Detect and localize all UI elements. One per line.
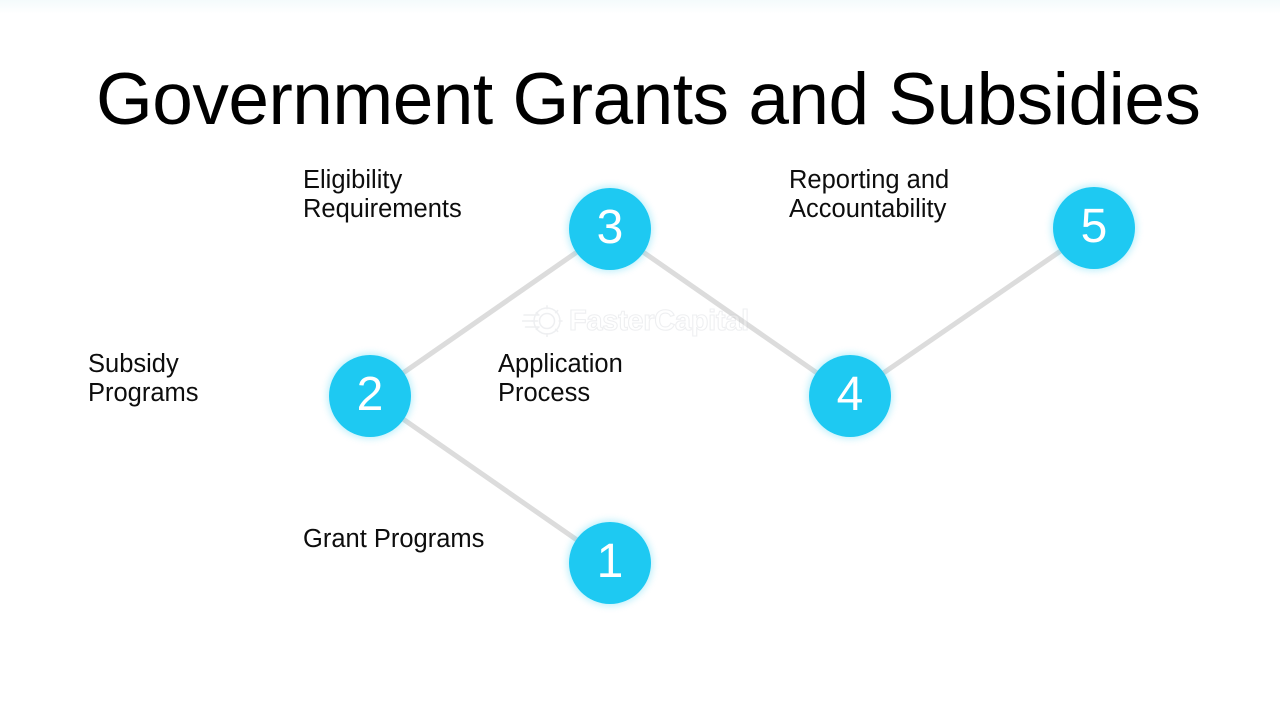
step-label-4: Application Process <box>498 350 623 407</box>
step-node-1[interactable]: 1 <box>569 522 651 604</box>
connector-3-to-4 <box>639 248 821 377</box>
connector-1-to-2 <box>399 415 581 544</box>
step-node-number-1: 1 <box>596 535 624 588</box>
step-node-5[interactable]: 5 <box>1053 187 1135 269</box>
step-label-5: Reporting and Accountability <box>789 166 950 223</box>
step-label-1: Grant Programs <box>303 525 485 553</box>
step-node-number-5: 5 <box>1080 200 1108 253</box>
connector-2-to-3 <box>399 248 581 377</box>
step-node-number-2: 2 <box>356 368 384 421</box>
step-node-2[interactable]: 2 <box>329 355 411 437</box>
step-node-3[interactable]: 3 <box>569 188 651 270</box>
step-node-number-3: 3 <box>596 201 624 254</box>
step-node-number-4: 4 <box>836 368 864 421</box>
step-label-2: Subsidy Programs <box>88 350 199 407</box>
step-label-3: Eligibility Requirements <box>303 166 462 223</box>
page-title: Government Grants and Subsidies <box>96 58 1201 140</box>
step-node-4[interactable]: 4 <box>809 355 891 437</box>
connector-4-to-5 <box>879 247 1065 377</box>
